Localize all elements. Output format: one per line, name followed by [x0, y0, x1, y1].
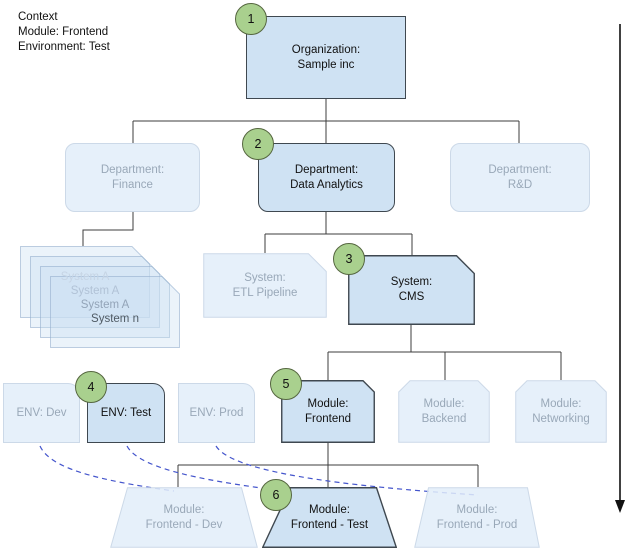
- node-organization-label: Organization: Sample inc: [291, 43, 361, 71]
- node-module-frontend-label: Module: Frontend: [304, 397, 352, 425]
- node-system-cms[interactable]: System: CMS: [348, 255, 475, 325]
- step-badge-2[interactable]: 2: [242, 128, 274, 160]
- context-environment: Environment: Test: [18, 41, 110, 53]
- step-number: 3: [345, 252, 353, 266]
- context-module: Module: Frontend: [18, 26, 109, 38]
- step-badge-1[interactable]: 1: [235, 3, 267, 35]
- trapezoid-shape: [414, 487, 540, 548]
- trapezoid-shape: [110, 487, 258, 548]
- stack-label-system-a1: System A: [60, 271, 110, 283]
- connector-dataanalytics-systems: [264, 212, 413, 255]
- node-finance-label: Department: Finance: [100, 163, 165, 191]
- node-department-rd[interactable]: Department: R&D: [450, 143, 590, 212]
- node-cms-label: System: CMS: [390, 276, 433, 303]
- stack-label-system-a2: System A: [70, 285, 120, 297]
- stack-label-system-n: System n: [91, 313, 139, 325]
- node-frontend-test-label: Module: Frontend - Test: [290, 503, 369, 531]
- env-link-prod: [215, 445, 479, 496]
- node-department-data-analytics[interactable]: Department: Data Analytics: [258, 143, 395, 212]
- node-module-networking-label: Module: Networking: [532, 397, 590, 425]
- step-number: 2: [254, 137, 262, 151]
- node-frontend-prod-label: Module: Frontend - Prod: [436, 503, 518, 531]
- step-number: 4: [87, 380, 95, 394]
- node-module-frontend-test[interactable]: Module: Frontend - Test: [262, 487, 397, 548]
- context-note: Context Module: Frontend Environment: Te…: [18, 10, 110, 55]
- node-etl-label: System: ETL Pipeline: [232, 271, 298, 299]
- card-shape: [203, 253, 327, 318]
- env-link-test: [126, 445, 301, 494]
- node-module-backend-label: Module: Backend: [421, 397, 467, 425]
- connector-finance-systemstack: [82, 212, 134, 246]
- node-module-frontend[interactable]: Module: Frontend: [281, 380, 375, 443]
- node-system-etl-pipeline[interactable]: System: ETL Pipeline: [203, 253, 327, 318]
- connector-frontend-instances: [177, 443, 479, 487]
- node-env-dev[interactable]: ENV: Dev: [3, 383, 80, 443]
- flow-arrow-down: [615, 24, 625, 513]
- step-number: 5: [282, 377, 290, 391]
- connector-cms-modules: [327, 325, 562, 380]
- step-badge-4[interactable]: 4: [75, 371, 107, 403]
- node-system-stack[interactable]: System A System A System A System n: [20, 246, 180, 348]
- node-env-test-label: ENV: Test: [100, 406, 152, 419]
- node-env-prod[interactable]: ENV: Prod: [178, 383, 255, 443]
- node-env-prod-label: ENV: Prod: [189, 406, 244, 419]
- node-organization[interactable]: Organization: Sample inc: [246, 16, 406, 99]
- node-module-backend[interactable]: Module: Backend: [398, 380, 490, 443]
- node-rd-label: Department: R&D: [488, 163, 552, 191]
- plaque-shape: [515, 380, 607, 443]
- node-env-dev-label: ENV: Dev: [16, 406, 67, 419]
- step-number: 6: [272, 488, 280, 502]
- env-link-dev: [39, 445, 175, 492]
- node-department-finance[interactable]: Department: Finance: [65, 143, 200, 212]
- trapezoid-shape: [262, 487, 397, 548]
- step-badge-5[interactable]: 5: [270, 368, 302, 400]
- stack-label-system-a3: System A: [80, 299, 130, 311]
- node-module-networking[interactable]: Module: Networking: [515, 380, 607, 443]
- step-badge-6[interactable]: 6: [260, 479, 292, 511]
- step-badge-3[interactable]: 3: [333, 243, 365, 275]
- card-shape: [348, 255, 475, 325]
- context-title: Context: [18, 11, 58, 23]
- connector-org-departments: [132, 99, 520, 143]
- plaque-shape: [398, 380, 490, 443]
- node-module-frontend-dev[interactable]: Module: Frontend - Dev: [110, 487, 258, 548]
- node-module-frontend-prod[interactable]: Module: Frontend - Prod: [414, 487, 540, 548]
- stacked-cards-shape: [20, 246, 180, 348]
- node-frontend-dev-label: Module: Frontend - Dev: [145, 503, 223, 531]
- node-data-analytics-label: Department: Data Analytics: [290, 163, 363, 191]
- step-number: 1: [247, 12, 255, 26]
